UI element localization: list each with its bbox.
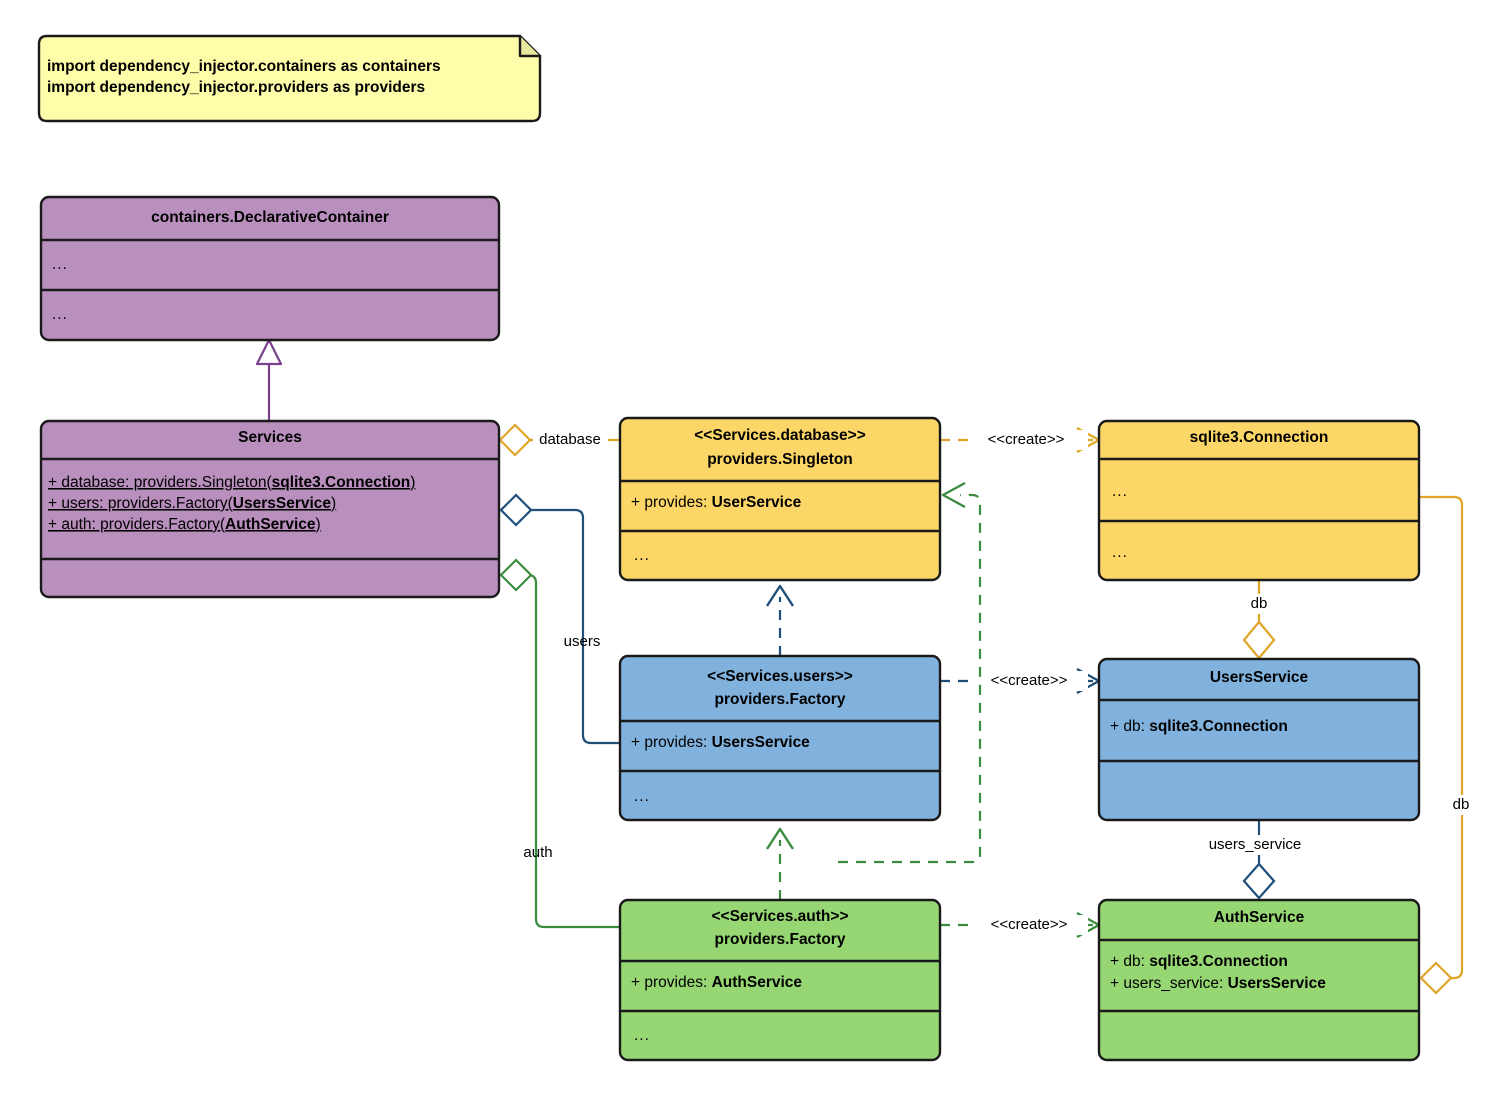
aggregation-diamond-icon <box>1419 961 1453 995</box>
edge-label-db-auth: db <box>1453 796 1470 813</box>
db-label-backdrop <box>1240 594 1280 614</box>
class-attribute-provides: + provides: UserService <box>631 494 802 511</box>
import-note: import dependency_injector.containers as… <box>37 34 542 123</box>
db-label-backdrop <box>1443 795 1481 815</box>
relationship-create-auth: <<create>> <box>940 911 1101 939</box>
create-label-backdrop <box>968 430 1088 450</box>
class-body <box>1097 419 1421 582</box>
relationship-inheritance-services <box>255 338 283 421</box>
class-attribute-database: + database: providers.Singleton(sqlite3.… <box>48 474 415 491</box>
aggregation-diamond-icon <box>498 423 532 457</box>
class-title: sqlite3.Connection <box>1190 429 1329 446</box>
edge-label-users: users <box>564 633 601 650</box>
edge-label-create-database: <<create>> <box>988 431 1065 448</box>
class-box-auth-service[interactable]: AuthService + db: sqlite3.Connection + u… <box>1097 898 1421 1062</box>
open-arrow-icon <box>765 827 795 850</box>
agg-db-auth-line <box>1419 495 1464 980</box>
relationship-agg-db-users: db <box>1240 580 1280 660</box>
note-fold-icon <box>518 36 540 58</box>
edge-label-users-service: users_service <box>1209 836 1302 853</box>
class-box-declarative-container[interactable]: containers.DeclarativeContainer ... ... <box>39 195 501 342</box>
open-arrow-icon <box>941 481 966 509</box>
aggregation-diamond-icon <box>1242 862 1276 900</box>
class-title: AuthService <box>1214 909 1305 926</box>
relationship-dep-auth-users <box>765 827 795 900</box>
class-box-services-users[interactable]: <<Services.users>> providers.Factory + p… <box>618 654 942 822</box>
class-title: providers.Factory <box>715 691 846 708</box>
relationship-create-users: <<create>> <box>940 667 1101 695</box>
class-attribute-db: + db: sqlite3.Connection <box>1110 718 1288 735</box>
class-body <box>39 195 501 342</box>
edge-label-auth: auth <box>523 844 552 861</box>
class-box-services-auth[interactable]: <<Services.auth>> providers.Factory + pr… <box>618 898 942 1062</box>
class-attribute-auth: + auth: providers.Factory(AuthService) <box>48 516 321 533</box>
relationship-dep-users-database <box>765 584 795 656</box>
aggregation-diamond-icon <box>499 558 533 592</box>
users-service-label-backdrop <box>1190 835 1330 855</box>
generalization-triangle-icon <box>255 338 283 366</box>
class-attribute-provides: + provides: UsersService <box>631 734 810 751</box>
relationship-agg-users: users <box>499 493 620 745</box>
note-body <box>37 34 542 123</box>
aggregation-diamond-icon <box>1242 620 1276 660</box>
edge-label-database: database <box>539 431 601 448</box>
create-label-backdrop <box>972 915 1088 935</box>
class-title: UsersService <box>1210 669 1309 686</box>
class-operation: ... <box>634 788 650 805</box>
class-operation: ... <box>1112 544 1128 561</box>
agg-users-line <box>531 508 620 745</box>
relationship-agg-database: database <box>498 423 620 457</box>
class-body <box>618 416 942 582</box>
class-title: providers.Factory <box>715 931 846 948</box>
class-attribute-db: + db: sqlite3.Connection <box>1110 953 1288 970</box>
class-attribute-provides: + provides: AuthService <box>631 974 802 991</box>
class-body <box>618 898 942 1062</box>
relationship-agg-auth: auth <box>499 558 620 929</box>
dep-auth-database-line <box>838 493 982 864</box>
class-title: Services <box>238 429 302 446</box>
relationship-create-database: <<create>> <box>940 426 1101 454</box>
note-line-1: import dependency_injector.containers as… <box>47 58 441 75</box>
class-operation: ... <box>634 1027 650 1044</box>
class-box-services-database[interactable]: <<Services.database>> providers.Singleto… <box>618 416 942 582</box>
class-attribute: ... <box>1112 483 1128 500</box>
class-stereotype: <<Services.auth>> <box>711 908 848 925</box>
note-line-2: import dependency_injector.providers as … <box>47 79 425 96</box>
class-body <box>39 419 501 599</box>
class-attribute-users: + users: providers.Factory(UsersService) <box>48 495 336 512</box>
class-stereotype: <<Services.users>> <box>707 668 853 685</box>
aggregation-diamond-icon <box>499 493 533 527</box>
class-title: containers.DeclarativeContainer <box>151 209 389 226</box>
class-body <box>618 654 942 822</box>
create-label-backdrop <box>972 671 1088 691</box>
class-box-services[interactable]: Services + database: providers.Singleton… <box>39 419 501 599</box>
agg-auth-line <box>527 573 620 929</box>
edge-label-create-users: <<create>> <box>991 672 1068 689</box>
class-operation: ... <box>634 547 650 564</box>
class-attribute: ... <box>52 256 68 273</box>
class-title: providers.Singleton <box>707 451 853 468</box>
class-operation: ... <box>52 306 68 323</box>
edge-label-db-users: db <box>1251 595 1268 612</box>
class-box-sqlite3-connection[interactable]: sqlite3.Connection ... ... <box>1097 419 1421 582</box>
class-attribute-users-service: + users_service: UsersService <box>1110 975 1326 992</box>
class-stereotype: <<Services.database>> <box>694 427 866 444</box>
relationship-agg-users-service-auth: users_service <box>1190 820 1330 900</box>
relationship-agg-db-auth: db <box>1419 495 1481 995</box>
open-arrow-icon <box>765 584 795 607</box>
edge-label-create-auth: <<create>> <box>991 916 1068 933</box>
class-box-users-service[interactable]: UsersService + db: sqlite3.Connection <box>1097 657 1421 822</box>
relationship-dep-auth-database <box>838 481 982 864</box>
